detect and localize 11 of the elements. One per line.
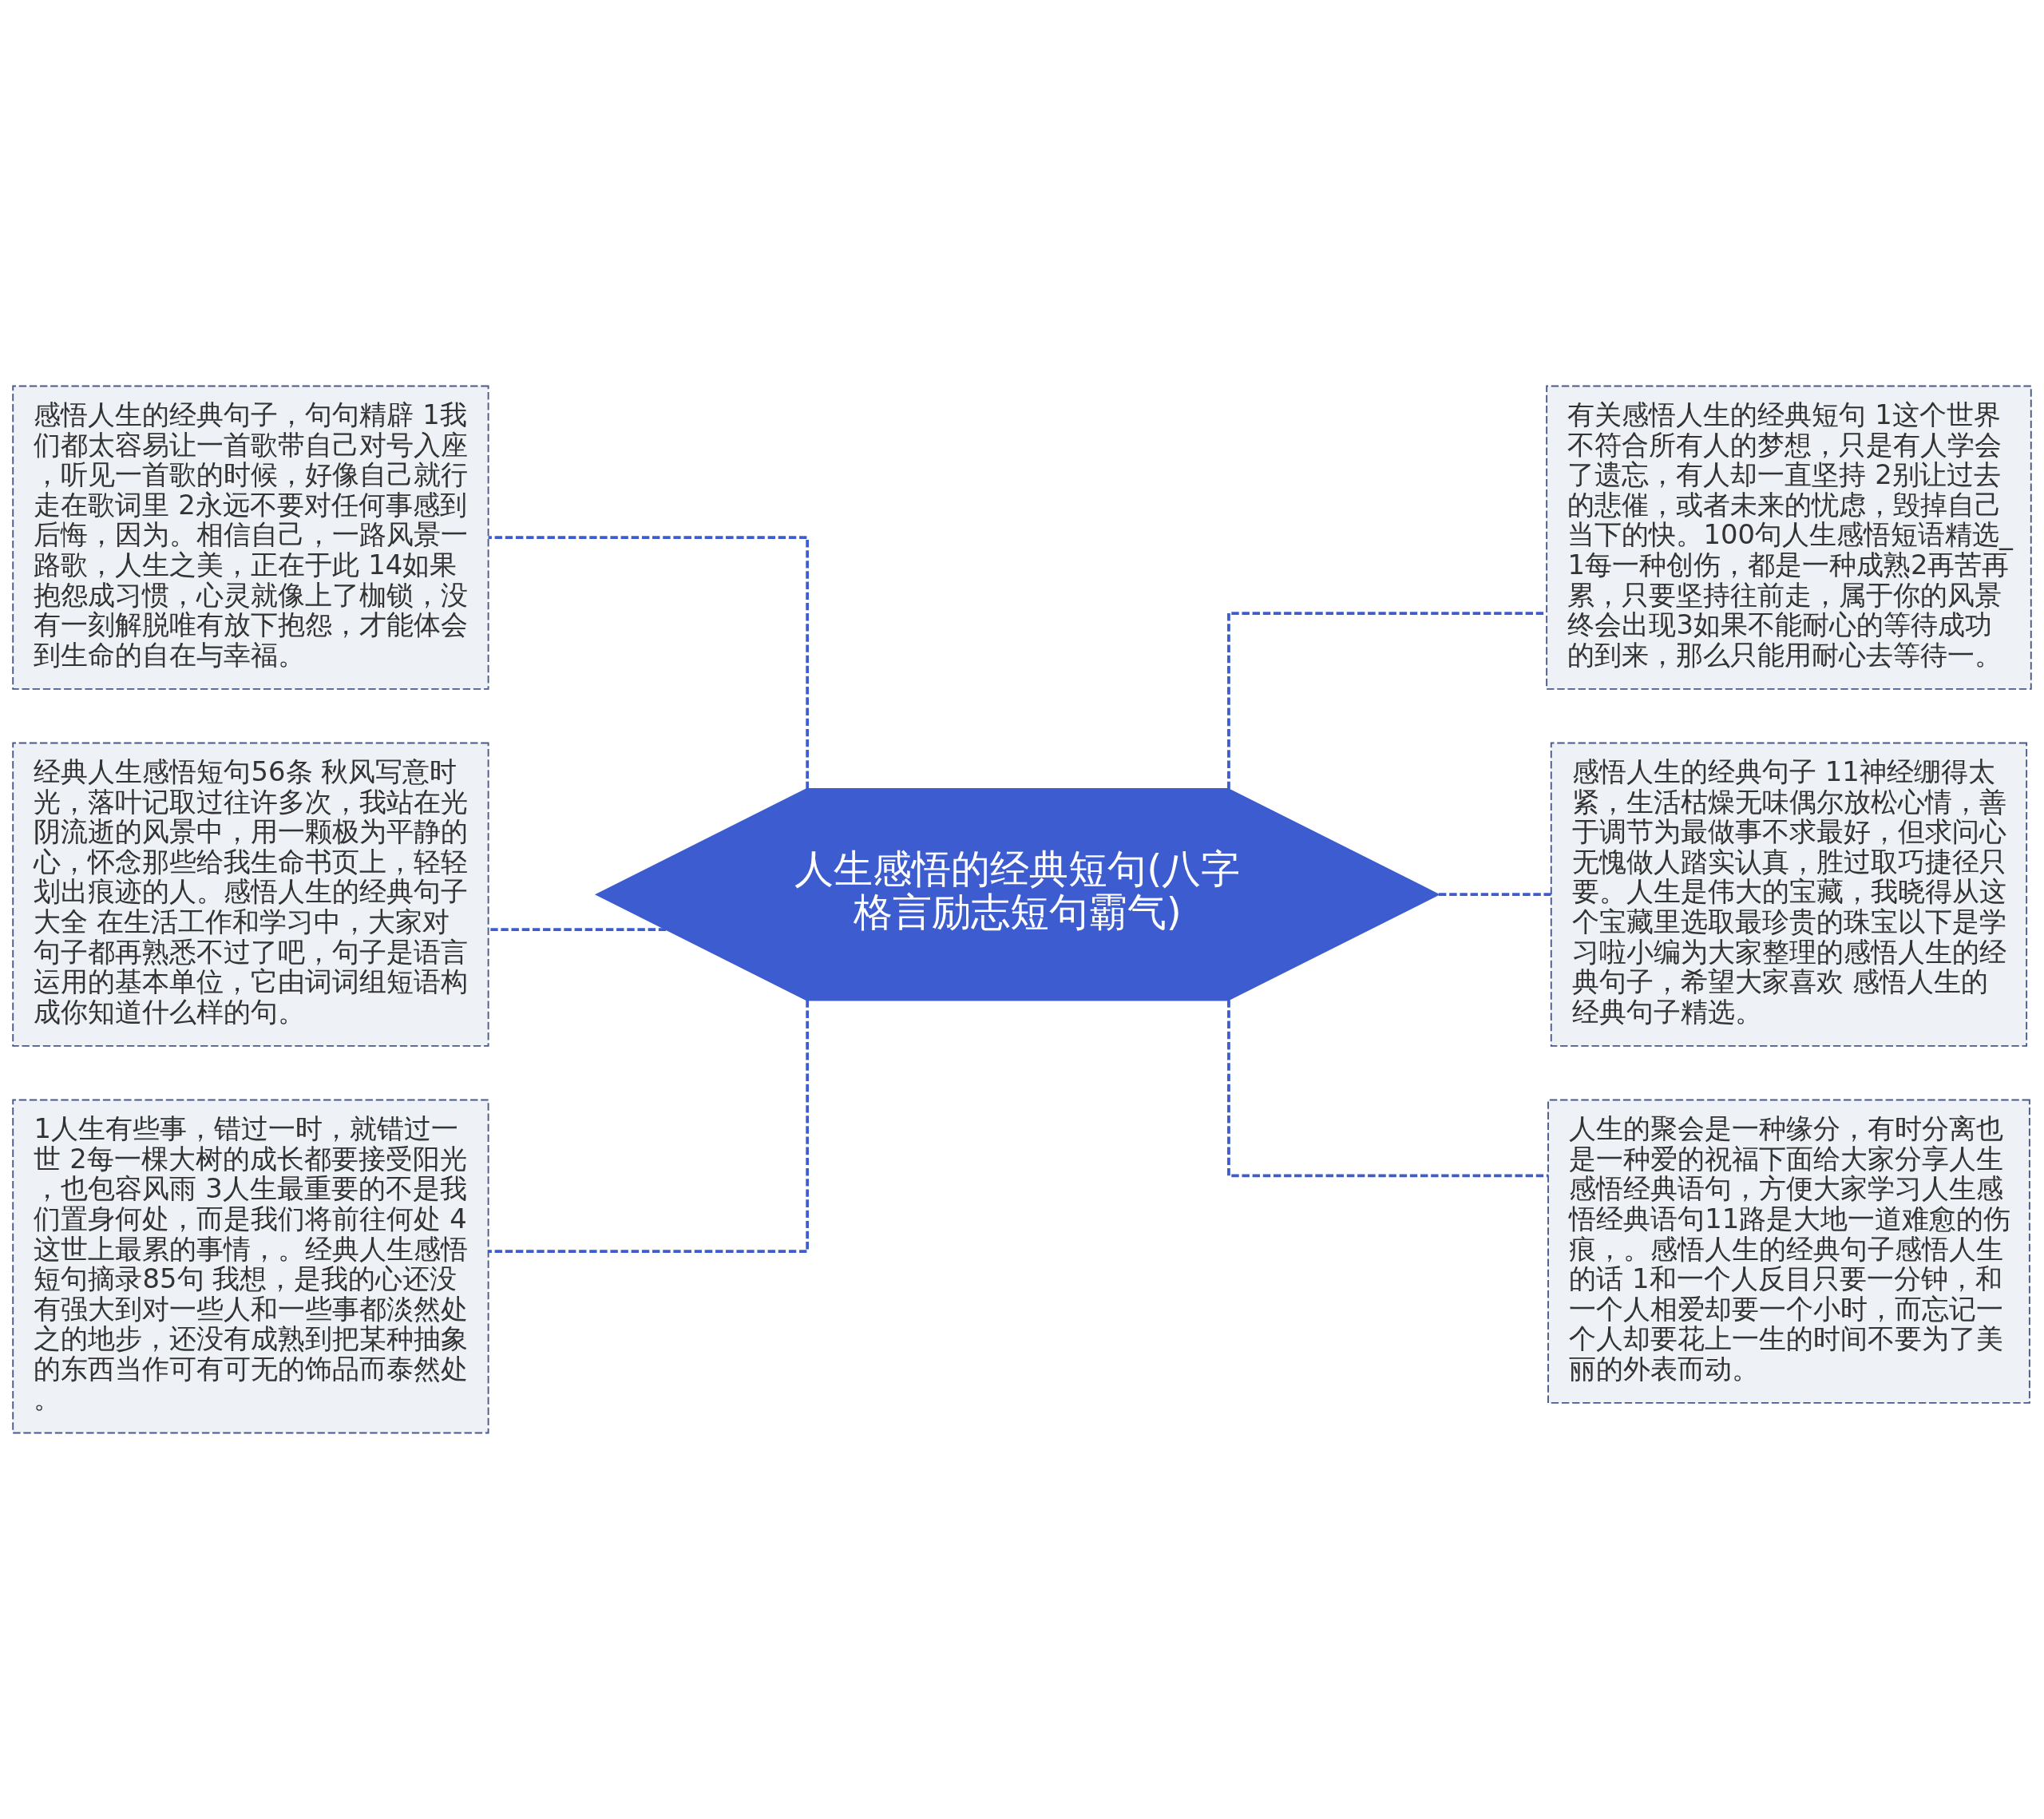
node-box: 有关感悟人生的经典短句 1这个世界不符合所有人的梦想，只是有人学会了遗忘，有人却一直坚持 2别让过去的悲催，或者未来的忧虑，毁掉自己当下的快。100句人生感悟短语精选_1每一种创伤，都是一种成熟2再苦再累，只要坚持往前走，属于你的风景终会出现3如果不能耐心的等待成功的到来，那么只能用耐心去等待一。	[1546, 385, 2032, 690]
node-box: 感悟人生的经典句子，句句精辟 1我们都太容易让一首歌带自己对号入座，听见一首歌的时候，好像自己就行走在歌词里 2永远不要对任何事感到后悔，因为。相信自己，一路风景一路歌，人生之美，正在于此 14如果抱怨成习惯，心灵就像上了枷锁，没有一刻解脱唯有放下抱怨，才能体会到生命的自在与幸福。	[12, 385, 489, 690]
node-box: 经典人生感悟短句56条 秋风写意时光，落叶记取过往许多次，我站在光阴流逝的风景中，用一颗极为平静的心，怀念那些给我生命书页上，轻轻划出痕迹的人。感悟人生的经典句子大全 在生活工作和学习中，大家对句子都再熟悉不过了吧，句子是语言运用的基本单位，它由词词组短语构成你知道什么样的句。	[12, 742, 489, 1047]
node-box: 人生的聚会是一种缘分，有时分离也是一种爱的祝福下面给大家分享人生感悟经典语句，方便大家学习人生感悟经典语句11路是大地一道难愈的伤痕，。感悟人生的经典句子感悟人生的话 1和一个人反目只要一分钟，和一个人相爱却要一个小时，而忘记一个人却要花上一生的时间不要为了美丽的外表而动。	[1547, 1099, 2030, 1404]
connector	[488, 1000, 810, 1254]
connector	[488, 536, 810, 789]
connector	[1227, 1000, 1548, 1178]
connector	[1438, 893, 1551, 897]
connector	[488, 928, 667, 932]
node-box: 1人生有些事，错过一时，就错过一世 2每一棵大树的成长都要接受阳光，也包容风雨 3人生最重要的不是我们置身何处，而是我们将前往何处 4这世上最累的事情，。经典人生感悟短句摘录85句 我想，是我的心还没有强大到对一些人和一些事都淡然处之的地步，还没有成熟到把某种抽象的东西当作可有可无的饰品而泰然处。	[12, 1099, 489, 1434]
node-box: 感悟人生的经典句子 11神经绷得太紧，生活枯燥无味偶尔放松心情，善于调节为最做事不求最好，但求问心无愧做人踏实认真，胜过取巧捷径只要。人生是伟大的宝藏，我晓得从这个宝藏里选取最珍贵的珠宝以下是学习啦小编为大家整理的感悟人生的经典句子，希望大家喜欢 感悟人生的经典句子精选。	[1550, 742, 2028, 1047]
